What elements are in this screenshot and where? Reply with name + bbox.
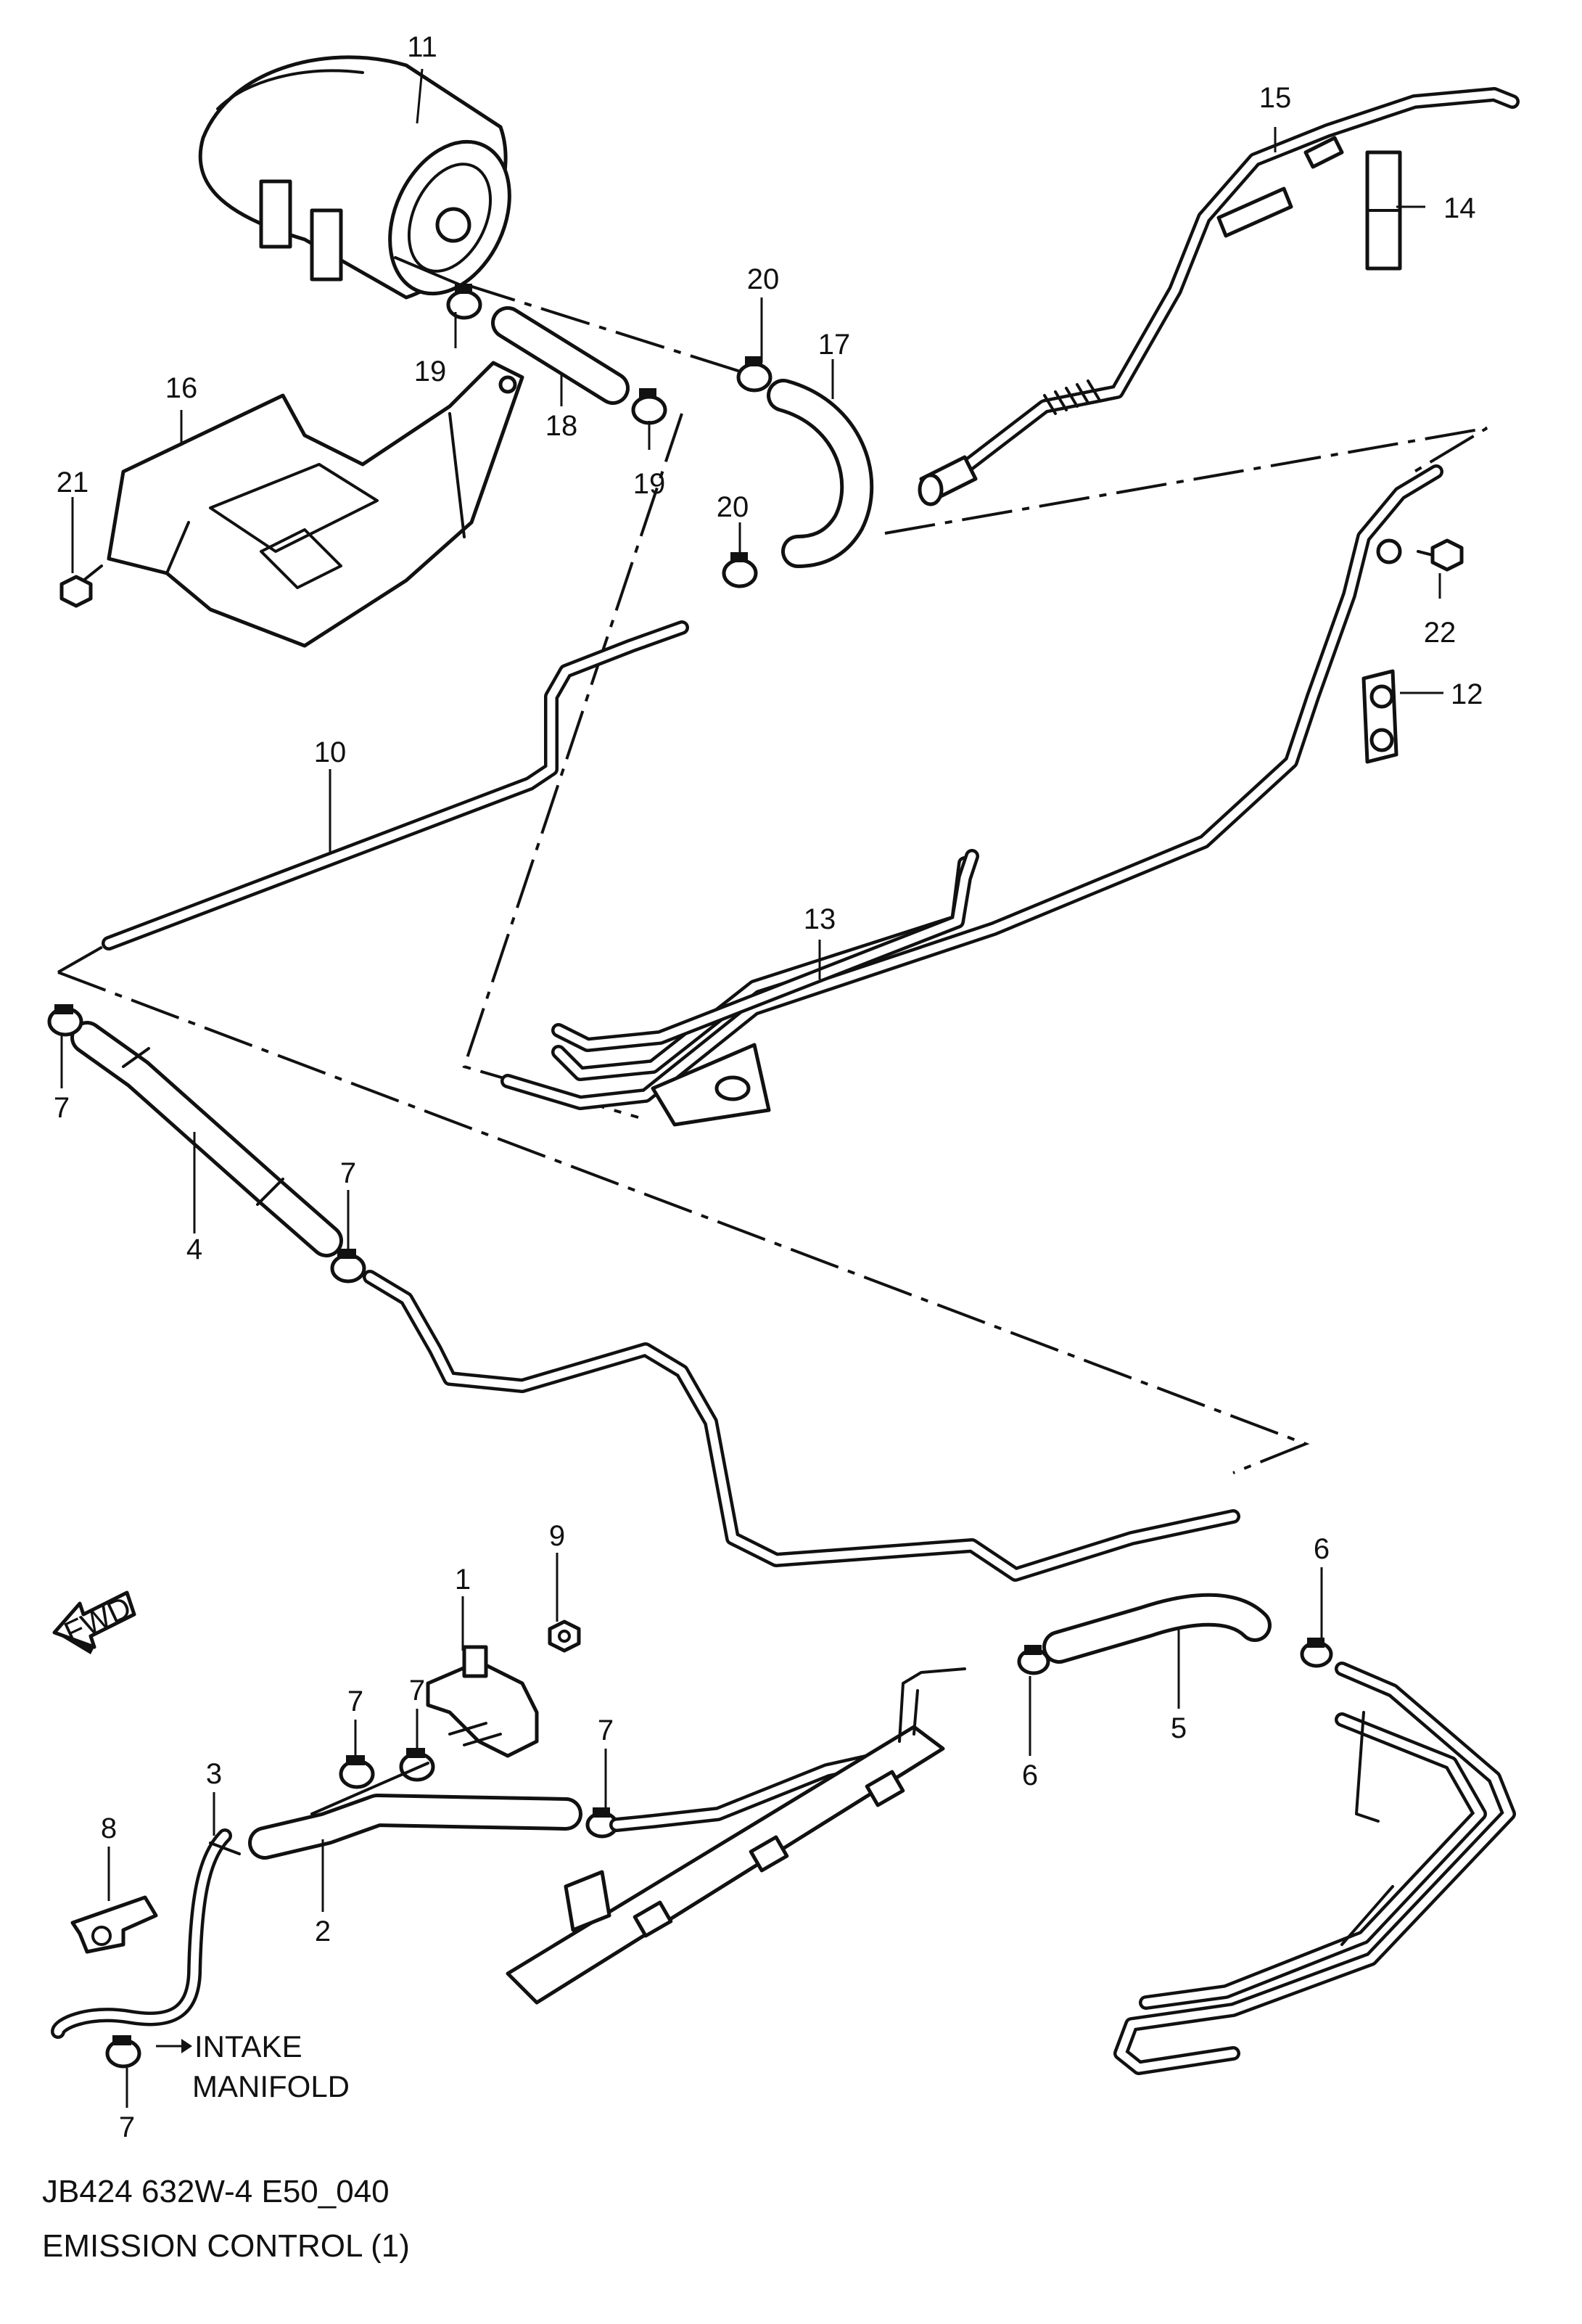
hose-part-4 [70, 1021, 343, 1257]
pipe-middle [363, 1270, 1240, 1582]
diagram-title: EMISSION CONTROL (1) [42, 2228, 410, 2264]
callout-22: 22 [1424, 617, 1457, 649]
callout-11: 11 [407, 31, 437, 63]
callout-6a: 6 [1022, 1760, 1038, 1791]
callout-18: 18 [545, 410, 578, 442]
callout-7c: 7 [347, 1685, 363, 1717]
clip-part-8 [70, 1895, 158, 1954]
pipe-assembly-part-13 [500, 464, 1443, 1127]
callout-7e: 7 [598, 1715, 614, 1746]
clamp-part-19b [631, 388, 667, 425]
hose-part-17 [767, 379, 874, 568]
fuel-rail-assembly [506, 1667, 966, 2005]
footer: JB424 632W-4 E50_040 EMISSION CONTROL (1… [42, 2174, 410, 2264]
clamp-part-7c [339, 1755, 375, 1789]
callout-19a: 19 [414, 356, 447, 387]
clamp-part-19a [446, 284, 482, 320]
hose-part-3 [51, 1828, 241, 2039]
fwd-label: FWD [59, 1590, 136, 1650]
nut-part-9 [548, 1619, 581, 1653]
valve-part-1 [426, 1645, 539, 1758]
clamp-part-7f [105, 2035, 141, 2069]
callout-16: 16 [165, 372, 198, 404]
pipe-assembly-lower-right [1113, 1662, 1516, 2075]
clamp-part-7b [330, 1249, 366, 1284]
callout-15: 15 [1259, 82, 1292, 114]
callout-17: 17 [818, 329, 851, 361]
callout-14: 14 [1443, 192, 1476, 224]
pipe-part-15 [918, 87, 1520, 506]
callout-7f: 7 [119, 2111, 135, 2143]
manifold-label: MANIFOLD [192, 2069, 350, 2103]
callout-5: 5 [1171, 1712, 1187, 1744]
pipe-ribbed-section [1043, 379, 1100, 415]
fwd-arrow [52, 1590, 136, 1654]
intake-manifold-note: INTAKE MANIFOLD [192, 2029, 350, 2103]
callout-20b: 20 [717, 491, 749, 523]
callout-7b: 7 [340, 1157, 356, 1189]
canister-part-11 [198, 55, 511, 300]
callout-3: 3 [206, 1758, 222, 1790]
bolt-part-21 [59, 564, 103, 608]
callout-13: 13 [804, 903, 836, 935]
clamp-part-6a [1017, 1645, 1050, 1675]
callout-labels: 11 15 14 16 21 19 18 19 20 17 20 22 12 1… [54, 31, 1483, 2143]
callout-1: 1 [455, 1564, 471, 1596]
clip-part-12 [1361, 669, 1398, 764]
label-plate-part-14 [1365, 150, 1402, 271]
callout-4: 4 [186, 1233, 202, 1265]
callout-7d: 7 [409, 1675, 425, 1707]
hose-part-2 [248, 1762, 582, 1860]
callout-20a: 20 [747, 263, 780, 295]
leader-lines [60, 68, 1443, 2108]
callout-10: 10 [314, 736, 347, 768]
hose-part-18 [491, 306, 630, 405]
clamp-part-6b [1300, 1638, 1333, 1668]
callout-19b: 19 [633, 468, 666, 500]
callout-6b: 6 [1314, 1533, 1330, 1565]
callout-9: 9 [549, 1520, 565, 1552]
callout-21: 21 [57, 467, 89, 498]
diagram-code: JB424 632W-4 E50_040 [42, 2174, 390, 2209]
hose-part-5 [1042, 1593, 1272, 1664]
callout-2: 2 [315, 1916, 331, 1947]
bracket-part-16 [107, 361, 524, 648]
bolt-part-22 [1417, 538, 1464, 572]
clamp-part-7e [585, 1807, 619, 1839]
callout-8: 8 [101, 1812, 117, 1844]
intake-label: INTAKE [194, 2029, 302, 2064]
callout-7a: 7 [54, 1092, 70, 1124]
pipe-part-10 [102, 620, 689, 950]
clamp-part-20a [736, 356, 773, 393]
clamp-part-7a [47, 1004, 83, 1037]
callout-12: 12 [1451, 678, 1483, 710]
